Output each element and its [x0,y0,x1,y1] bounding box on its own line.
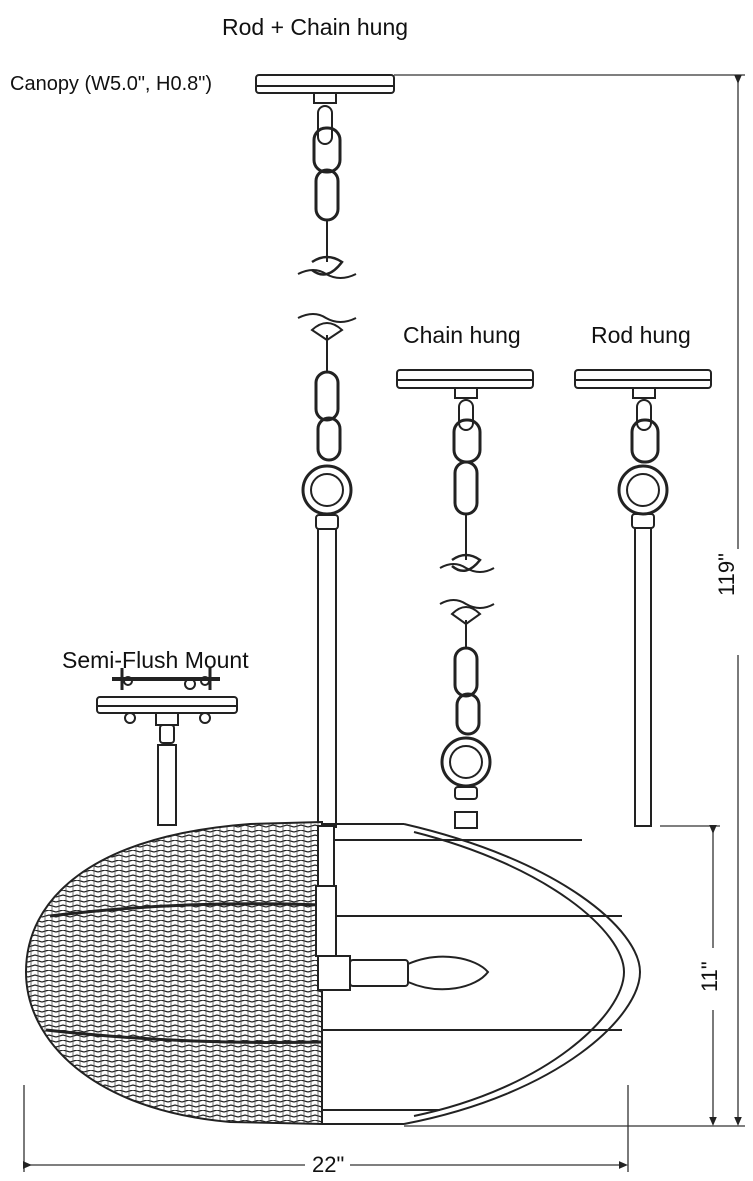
dimension-lines [22,74,745,1172]
overall-height-label: 119" [714,549,740,600]
rod-hung-title: Rod hung [591,322,691,348]
fixture-body [24,820,642,1126]
rod-chain-assembly [255,74,395,828]
rod-chain-hung-title: Rod + Chain hung [222,14,409,40]
chain-hung-assembly [396,369,534,829]
canopy-label: Canopy (W5.0", H0.8") [10,73,213,95]
main-canopy [255,74,395,94]
semi-flush-title: Semi-Flush Mount [62,647,249,673]
semi-flush-assembly [96,668,238,826]
body-height-label: 11" [697,958,723,995]
rod-hung-assembly [574,369,712,827]
width-label: 22" [308,1152,349,1178]
chain-hung-title: Chain hung [403,322,521,348]
